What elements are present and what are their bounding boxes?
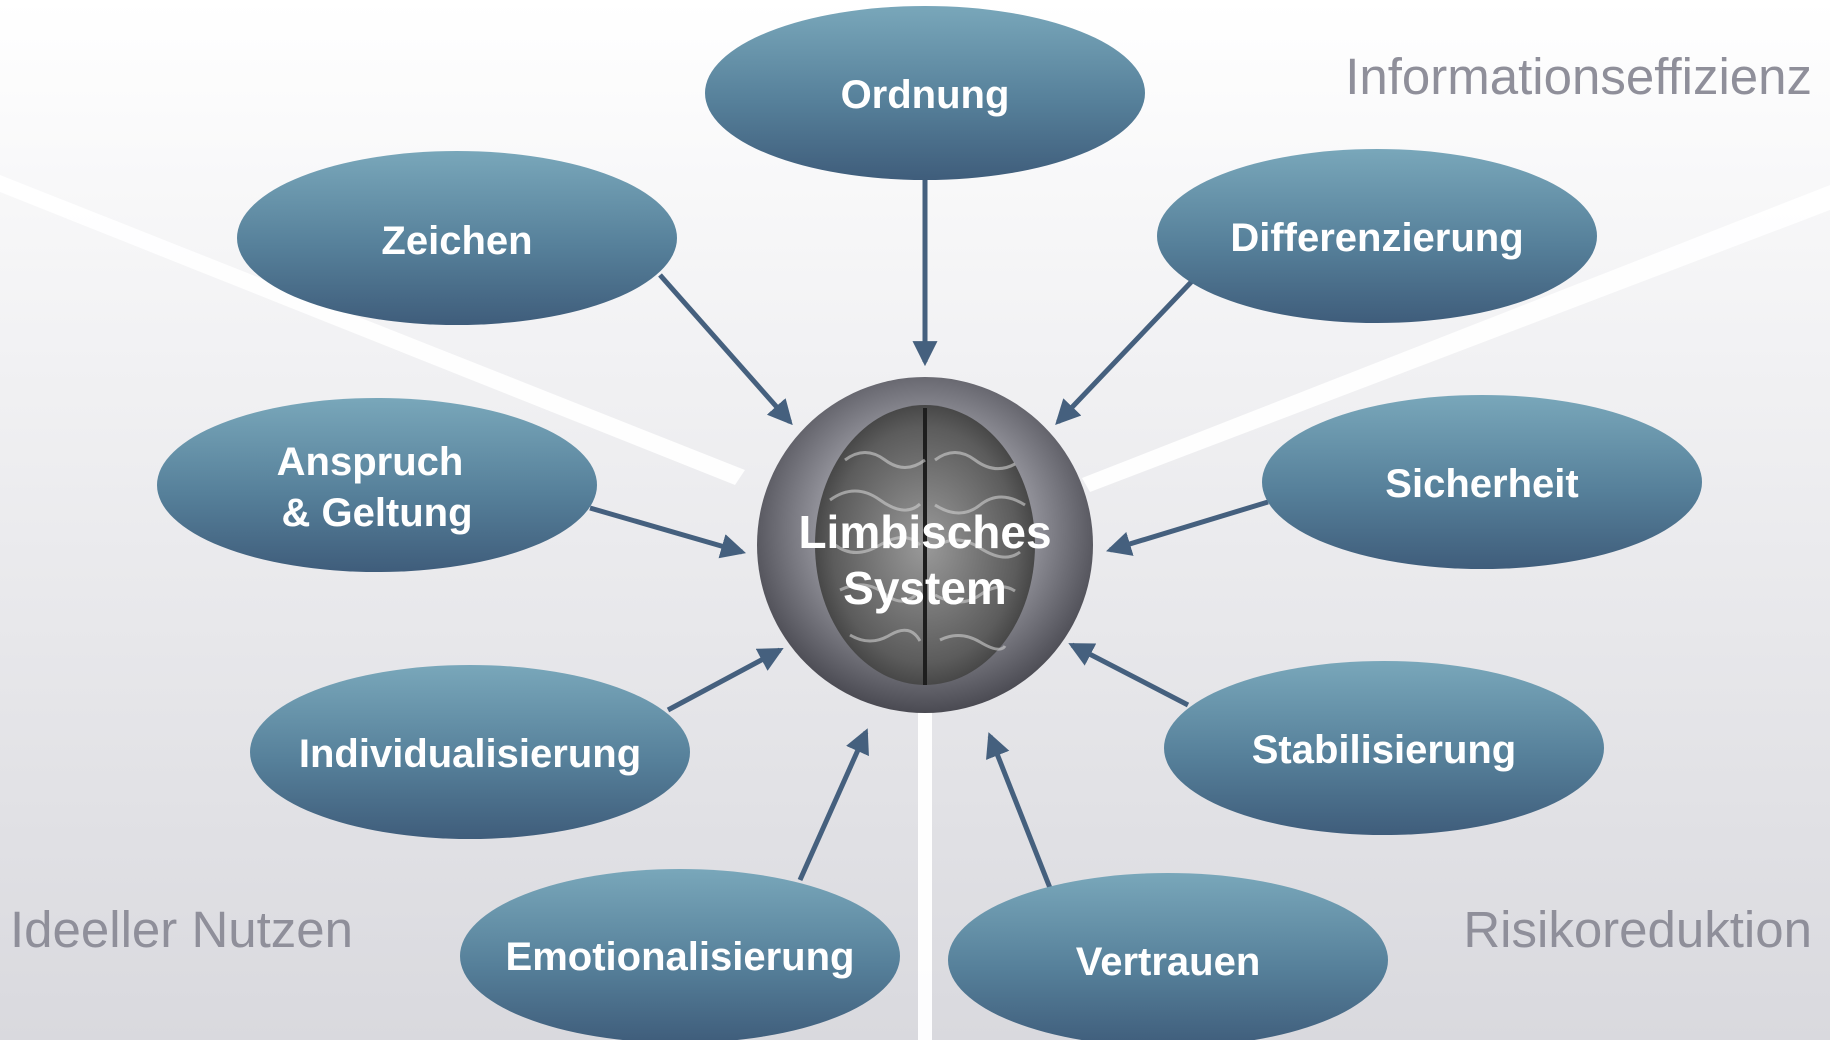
arrow-zeichen [658,273,793,426]
region-label-ideeller-nutzen: Ideeller Nutzen [10,901,353,958]
arrows [589,172,1269,889]
node-label-sicherheit: Sicherheit [1385,462,1578,506]
node-emotionalisierung: Emotionalisierung [460,869,900,1040]
node-label-ordnung: Ordnung [841,73,1010,117]
divider-ray-left [0,175,745,485]
node-zeichen: Zeichen [237,151,677,325]
node-label-individualisierung: Individualisierung [299,732,641,776]
center-sphere: Limbisches System [757,377,1093,713]
node-label-stabilisierung: Stabilisierung [1252,728,1517,772]
region-label-risikoreduktion: Risikoreduktion [1463,901,1812,958]
arrow-differenzierung [1055,276,1197,426]
arrow-stabilisierung [1068,642,1190,708]
node-individualisierung: Individualisierung [250,665,690,839]
node-label-vertrauen: Vertrauen [1076,940,1261,984]
center-label-line2: System [843,562,1007,614]
node-sicherheit: Sicherheit [1262,395,1702,569]
arrow-vertrauen [986,732,1053,889]
node-vertrauen: Vertrauen [948,873,1388,1040]
node-label-anspruch-line1: Anspruch [277,440,464,484]
arrow-individualisierung [666,647,784,713]
divider-ray-bottom [918,700,932,1040]
node-differenzierung: Differenzierung [1157,149,1597,323]
region-label-informationseffizienz: Informationseffizienz [1345,48,1812,105]
arrow-anspruch [589,505,747,559]
arrow-sicherheit [1106,499,1269,556]
node-anspruch-geltung: Anspruch & Geltung [157,398,597,572]
node-label-differenzierung: Differenzierung [1230,216,1523,260]
arrow-emotionalisierung [797,728,869,882]
node-label-emotionalisierung: Emotionalisierung [506,935,855,979]
node-label-zeichen: Zeichen [381,219,532,263]
node-ordnung: Ordnung [705,6,1145,180]
node-stabilisierung: Stabilisierung [1164,661,1604,835]
brain-icon [815,405,1035,685]
divider-ray-right [1082,185,1830,492]
center-label-line1: Limbisches [798,506,1051,558]
node-label-anspruch-line2: & Geltung [281,491,472,535]
